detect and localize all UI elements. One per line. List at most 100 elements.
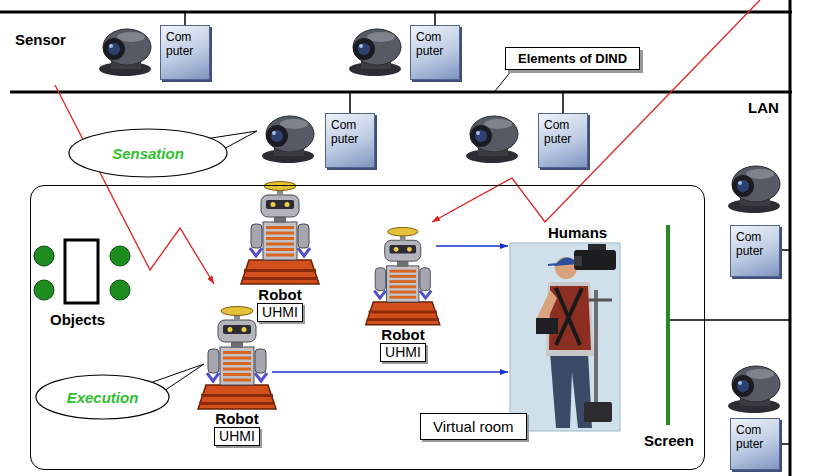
label-holder: Screen [644,432,694,449]
cap-brim [548,264,558,265]
camera-body [266,116,314,152]
camera-shine [746,169,774,179]
robot-stripe [266,248,294,251]
camera-glass [475,130,487,142]
robot-claw [250,248,262,256]
robot-stripe [223,362,251,365]
camera-body [732,366,780,402]
robot-tread-band [242,277,318,280]
robot-stripe [266,254,294,257]
label-holder: Humans [548,224,607,241]
robot-eye [407,247,412,252]
robot-antenna-disk [221,307,253,316]
label-text: Humans [548,224,607,241]
rig-gimbal [588,299,612,302]
object-ball [110,280,130,300]
computer-box: Com puter [410,25,460,80]
label-holder: Sensor [15,31,66,48]
robot-stripe [266,243,294,246]
robot-head [385,240,421,261]
node-text: Execution [67,389,139,406]
node-text: Com puter [544,118,580,146]
node-text: UHMI [380,343,426,362]
robot-visor [223,325,251,334]
robot-stripe [266,232,294,235]
screen-cable [670,319,790,321]
robot-arm [375,268,385,291]
ellipse-shape [69,129,227,177]
node-text: Com puter [331,118,367,146]
camera-glass [737,380,749,392]
robot-arm [255,349,266,373]
camera-body [732,166,780,202]
node-text: Robot [381,326,424,343]
robot-stripe [266,226,294,229]
robot-stripe [389,275,416,278]
robot-arm [420,268,430,291]
camera-shine [117,32,145,42]
robot-stripe [223,357,251,360]
action-arrow [436,245,508,246]
rig-pole [594,290,598,404]
camera-glass [737,180,749,192]
node-text: Com puter [416,30,452,58]
camera-lens [470,125,492,147]
object-ball [34,280,54,300]
camera-body [103,29,151,65]
robot-tread [241,260,319,284]
wireless-signal [432,0,760,222]
robot-visor [266,200,294,209]
robot-body [263,222,297,260]
robot-stripe [223,373,251,376]
camera-body [353,29,401,65]
camera-lens [266,125,288,147]
camera-icon [466,116,518,163]
camera-lens [103,38,125,60]
robot-antenna-disk [388,227,418,236]
robot-claw [207,373,219,381]
camera-icon [349,29,401,76]
video-camera [574,250,616,270]
network-stem [349,92,351,113]
robot-stripe [223,379,251,382]
camera-icon [262,116,314,163]
robot-claw [255,373,267,381]
label-text: Sensor [15,31,66,48]
object-ball [34,246,54,266]
camera-lens [574,256,582,266]
robot-claw [298,248,310,256]
robot-label: RobotUHMI [214,410,260,446]
camera-icon [99,29,151,76]
robot-head [261,195,299,217]
camera-glass [271,130,283,142]
callout-ellipse: Sensation [68,128,228,178]
robot-eye [242,327,247,332]
network-bus [10,91,792,94]
rig-monitor [536,318,558,334]
robot-head [218,320,256,342]
camera-lens [732,375,754,397]
robot-arm [298,224,309,248]
camera-glint [476,131,480,135]
robot-arm [208,349,219,373]
node-text: Elements of DIND [518,51,627,66]
robot-tread-band [199,402,275,405]
robot-label: RobotUHMI [380,326,426,362]
robot-stripe [223,351,251,354]
camera-lens [732,175,754,197]
robot-visor [389,245,416,254]
camera-shine [484,119,512,129]
network-stem [184,12,186,25]
computer-box: Com puter [538,113,588,168]
action-arrow [272,371,508,372]
robot-claw [374,291,385,299]
camera-shine [746,369,774,379]
camera-body [470,116,518,152]
label-text: Objects [50,311,105,328]
camera-lens [353,38,375,60]
leader-line [495,70,512,91]
network-stem [780,443,790,445]
node-text: Robot [258,286,301,303]
node-text: Virtual room [420,413,527,440]
